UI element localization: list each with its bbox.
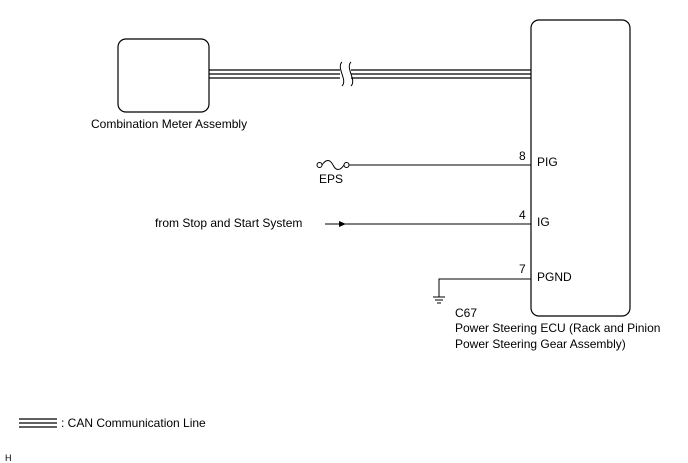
wire-pgnd	[438, 278, 531, 297]
ecu-box	[530, 19, 631, 317]
ecu-name-line2: Power Steering Gear Assembly)	[455, 337, 626, 351]
fuse-symbol	[316, 160, 350, 170]
legend-can-label: : CAN Communication Line	[61, 416, 206, 430]
ground-symbol	[433, 296, 445, 304]
pin-number-7: 7	[519, 262, 526, 276]
source-label: from Stop and Start System	[155, 216, 303, 230]
legend-can-symbol	[19, 418, 57, 428]
pin-number-4: 4	[519, 208, 526, 222]
pin-name-pig: PIG	[537, 155, 558, 169]
ecu-name-line1: Power Steering ECU (Rack and Pinion	[455, 321, 661, 335]
can-line-break-mark	[339, 61, 354, 87]
pin-number-8: 8	[519, 149, 526, 163]
pin-name-pgnd: PGND	[537, 270, 572, 284]
combination-meter-box	[117, 38, 210, 113]
footer-code: H	[5, 453, 12, 463]
fuse-label: EPS	[319, 172, 344, 186]
ecu-connector-code: C67	[455, 306, 478, 320]
can-line	[209, 69, 531, 79]
pin-name-ig: IG	[537, 215, 550, 229]
arrow-head	[339, 221, 346, 227]
combination-meter-label: Combination Meter Assembly	[91, 117, 248, 131]
